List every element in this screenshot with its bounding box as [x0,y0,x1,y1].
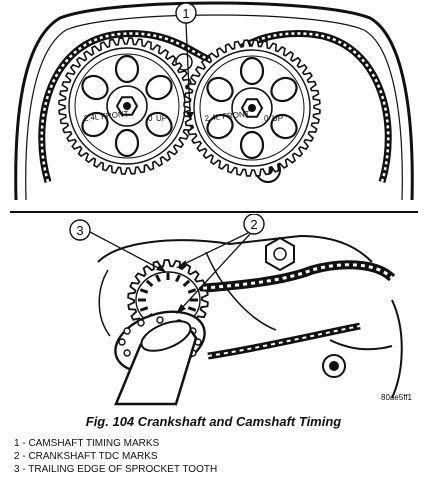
legend-item-2: 2 - CRANKSHAFT TDC MARKS [14,451,158,462]
callout-2-leader-a [179,232,249,267]
legend-item-3: 3 - TRAILING EDGE OF SPROCKET TOOTH [14,464,218,475]
left-sprocket-zero-mark: 0 [148,114,153,123]
callout-3-circle [69,219,91,241]
callout-2-circle [243,214,265,235]
figure-caption: Fig. 104 Crankshaft and Camshaft Timing [85,414,342,429]
right-sprocket-zero-mark: 0 [264,114,269,123]
callout-2-leader-b [179,233,251,311]
callout-2-number: 2 [250,217,257,232]
callout-1-leader [185,22,191,113]
callout-3-number: 3 [76,223,83,238]
crankshaft-panel: 2 3 80ae5ff1 [69,214,413,406]
left-cam-sprocket [58,37,196,175]
image-code: 80ae5ff1 [381,393,413,402]
left-sprocket-up-label: UP [156,114,167,123]
callout-3-leader [89,231,163,271]
callout-1-number: 1 [182,6,189,21]
right-sprocket-up-label: UP [272,114,283,123]
camshaft-panel: 2.4L FRONT UP 2.4L FRONT UP 0 0 1 [14,1,414,201]
legend-list: 1 - CAMSHAFT TIMING MARKS 2 - CRANKSHAFT… [14,437,414,476]
right-cam-sprocket [183,39,321,177]
timing-illustration: 2.4L FRONT UP 2.4L FRONT UP 0 0 1 [10,1,418,406]
legend-item-1: 1 - CAMSHAFT TIMING MARKS [14,438,160,449]
